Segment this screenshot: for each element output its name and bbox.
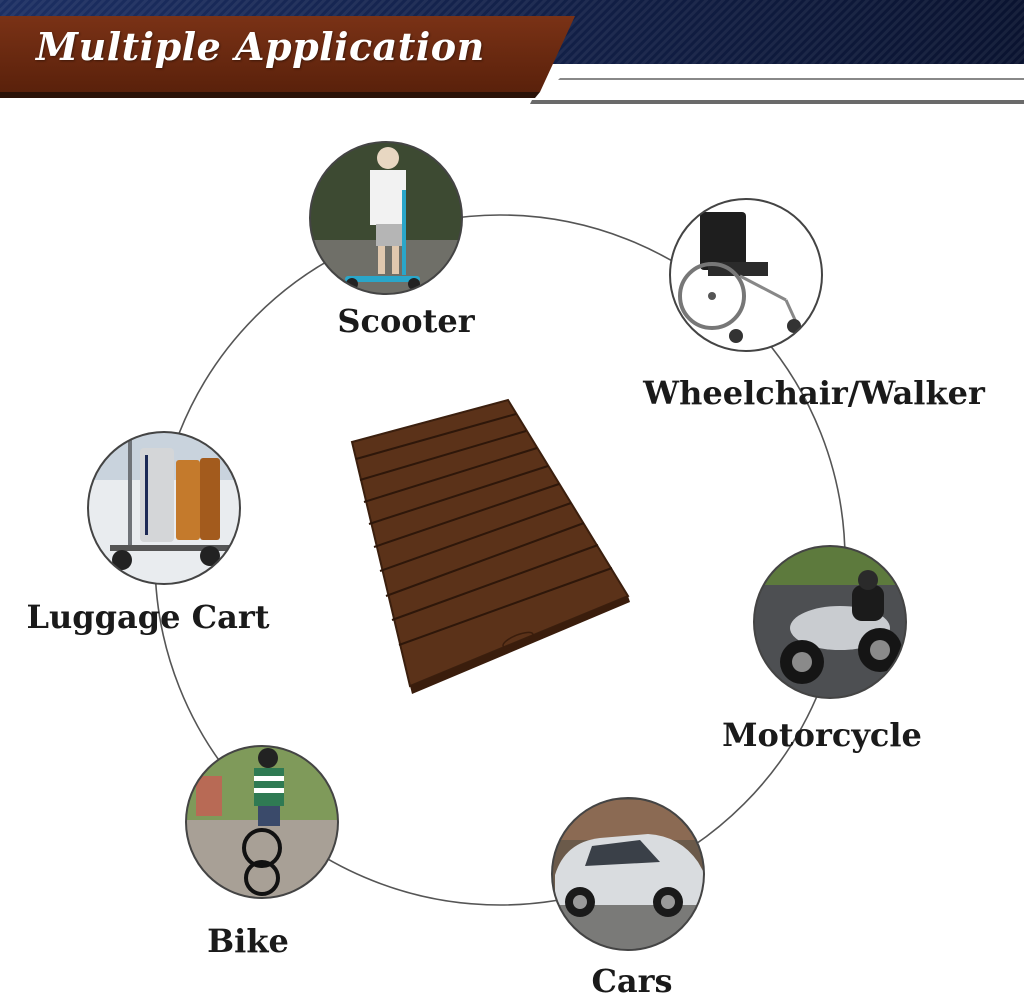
motorcycle-photo xyxy=(754,546,906,698)
car-photo xyxy=(552,798,704,950)
wooden-ramp xyxy=(350,398,630,694)
luggage-cart-photo xyxy=(88,432,240,584)
label-scooter: Scooter xyxy=(337,302,475,340)
label-wheelchair: Wheelchair/Walker xyxy=(643,374,985,412)
scooter-photo xyxy=(310,142,462,294)
bike-photo xyxy=(186,746,338,898)
label-luggage-cart: Luggage Cart xyxy=(26,598,270,636)
ramp-plank-lines xyxy=(355,413,613,646)
banner-background xyxy=(0,0,1024,104)
label-bike: Bike xyxy=(207,922,289,960)
header-banner: Multiple Application xyxy=(0,0,1024,108)
label-cars: Cars xyxy=(591,962,673,1000)
wheelchair-photo xyxy=(670,199,822,351)
label-motorcycle: Motorcycle xyxy=(722,716,922,754)
banner-title: Multiple Application xyxy=(36,24,485,69)
